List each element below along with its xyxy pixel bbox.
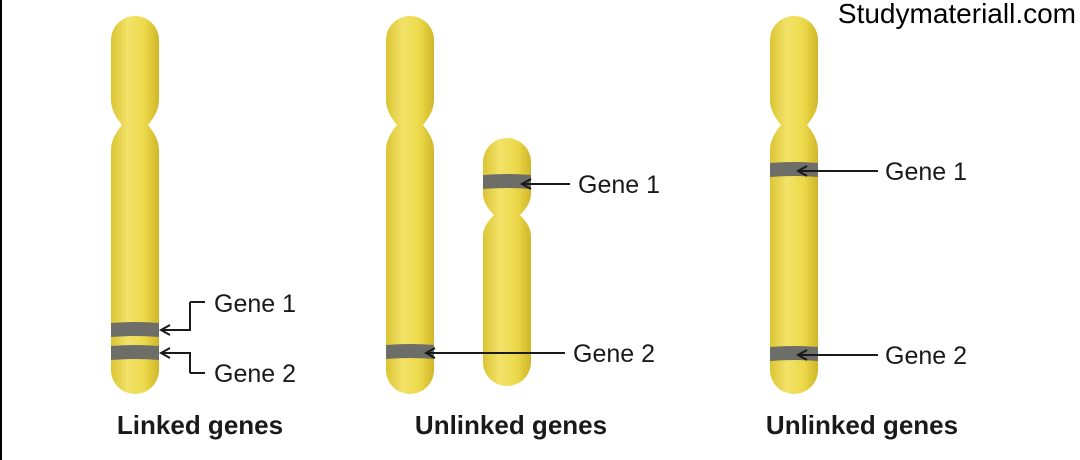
gene1-band <box>483 174 531 190</box>
left-border-line <box>0 0 2 460</box>
chromosome-unlinked-large <box>386 16 434 394</box>
unlinked1-gene2-label: Gene 2 <box>573 340 655 368</box>
linked-gene2-label: Gene 2 <box>214 360 296 388</box>
chromosome-linked <box>111 16 159 394</box>
linked-gene1-label: Gene 1 <box>214 290 296 318</box>
gene2-band <box>111 345 159 361</box>
unlinked-gene-pointers-2 <box>795 165 878 361</box>
caption-linked-genes: Linked genes <box>117 410 283 440</box>
chromosome-unlinked-small <box>483 138 531 386</box>
caption-unlinked-genes-1: Unlinked genes <box>415 410 607 440</box>
unlinked2-gene1-label: Gene 1 <box>885 158 967 186</box>
caption-unlinked-genes-2: Unlinked genes <box>766 410 958 440</box>
unlinked-gene-pointers-1 <box>423 178 570 359</box>
linked-gene-pointers <box>158 301 205 374</box>
gene1-band <box>770 162 818 178</box>
gene2-band <box>770 346 818 362</box>
gene1-band <box>111 322 159 338</box>
chromosome-unlinked-distant <box>770 16 818 394</box>
watermark-text: Studymateriall.com <box>837 0 1076 29</box>
gene2-band <box>386 344 434 360</box>
unlinked1-gene1-label: Gene 1 <box>578 171 660 199</box>
unlinked2-gene2-label: Gene 2 <box>885 342 967 370</box>
